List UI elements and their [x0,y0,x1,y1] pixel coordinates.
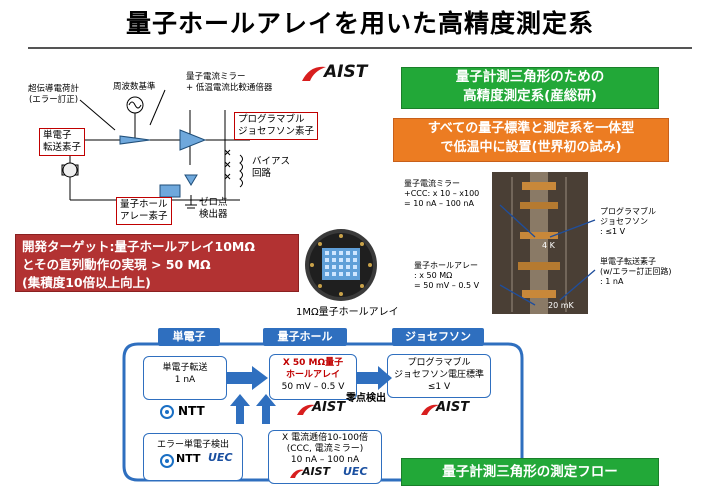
cryostat-hardware-image [492,172,588,314]
ntt-mark-icon [160,405,174,419]
aist-logo: AIST [300,62,380,84]
aist-mark-icon [297,404,315,415]
aist-mark-icon [421,404,439,415]
aist-mark-icon [290,469,304,478]
frequency-label: 周波数基準 [113,82,156,92]
uec-logo-small: UEC [343,465,368,478]
flow-qh-title: X 50 MΩ量子 ホールアレイ [282,358,344,380]
temp-20mk-label: 20 mK [548,301,574,310]
error-detect-logos: NTT UEC [144,451,242,469]
flow-qh-value: 50 mV – 0.5 V [281,382,345,392]
flow-box-current-gain: X 電流逓倍10-100倍 (CCC, 電流ミラー) 10 nA – 100 n… [268,430,382,484]
flow-arrows [226,366,392,390]
tab-single-electron: 単電子 [158,328,220,346]
uec-logo: UEC [208,451,233,464]
qh-array-chip-image [305,229,377,301]
single-electron-label: 単電子 転送素子 [39,128,86,156]
aist-measurement-system-box: 量子計測三角形のための 高精度測定系(産総研) [401,67,659,109]
integration-note-box: すべての量子標準と測定系を一体型 で低温中に設置(世界初の試み) [393,118,669,162]
photo-label-single: 単電子転送素子 (w/エラー訂正回路) : 1 nA [600,257,672,286]
flow-box-single-electron: 単電子転送 1 nA [143,356,227,400]
temp-4k-label: 4 K [542,241,555,250]
development-target-box: 開発ターゲット:量子ホールアレイ10MΩ とその直列動作の実現 > 50 MΩ … [15,234,299,292]
up-arrows [230,394,276,424]
photo-label-josephson: プログラマブル ジョセフソン : ≤1 V [600,207,656,236]
flow-single-value: 1 nA [174,375,196,385]
programmable-josephson-label: プログラマブル ジョセフソン素子 [234,112,319,140]
zero-detector-label: ゼロ点 検出器 [199,197,228,220]
arrow-up-1-icon [230,394,250,424]
flow-single-title: 単電子転送 [162,363,208,373]
arrow-right-1-icon [226,366,268,390]
flow-box-error-detect: エラー単電子検出 NTT UEC [143,433,243,481]
title-divider [28,47,692,49]
superconductor-label: 超伝導電荷計 (エラー訂正) [28,84,80,105]
measurement-flow-banner: 量子計測三角形の測定フロー [401,458,659,486]
aist-mark-icon [302,66,326,81]
ntt-logo-1: NTT [160,404,220,420]
aist-logo-small: AIST [302,465,331,478]
arrow-right-2-icon [356,366,392,390]
bias-circuit-label: バイアス 回路 [252,156,291,179]
zero-detect-label: 零点検出 [346,393,386,404]
flow-box-qh-array: X 50 MΩ量子 ホールアレイ 50 mV – 0.5 V [269,354,357,400]
ntt-mark-icon [160,454,174,468]
tab-quantum-hall: 量子ホール [263,328,347,346]
photo-pointer-lines [499,204,596,306]
page-title: 量子ホールアレイを用いた高精度測定系 [125,9,594,38]
aist-logo-flow-jos: AIST [420,400,480,418]
chip-caption: 1MΩ量子ホールアレイ [296,307,399,318]
circuit-diagram [61,89,250,209]
current-mirror-label: 量子電流ミラー + 低温電流比較通倍器 [186,72,273,93]
current-gain-label: X 電流逓倍10-100倍 (CCC, 電流ミラー) 10 nA – 100 n… [282,433,368,465]
flow-box-josephson: プログラマブル ジョセフソン電圧標準 ≤1 V [387,354,491,398]
photo-label-mirror: 量子電流ミラー +CCC: x 10 – x100 = 10 nA – 100 … [404,179,480,208]
aist-logo-flow-qh: AIST [296,400,356,418]
error-detect-label: エラー単電子検出 [156,440,229,450]
tab-josephson: ジョセフソン [392,328,484,346]
arrow-up-2-icon [256,394,276,424]
cryostat-photo: 4 K 20 mK [492,172,588,314]
current-gain-logos: AIST UEC [269,466,381,480]
flow-jos-value: ≤1 V [427,382,451,392]
photo-label-qh: 量子ホールアレー : x 50 MΩ = 50 mV – 0.5 V [414,261,480,290]
flow-jos-title: プログラマブル ジョセフソン電圧標準 [393,358,484,380]
qh-array-label: 量子ホール アレー素子 [116,197,172,225]
